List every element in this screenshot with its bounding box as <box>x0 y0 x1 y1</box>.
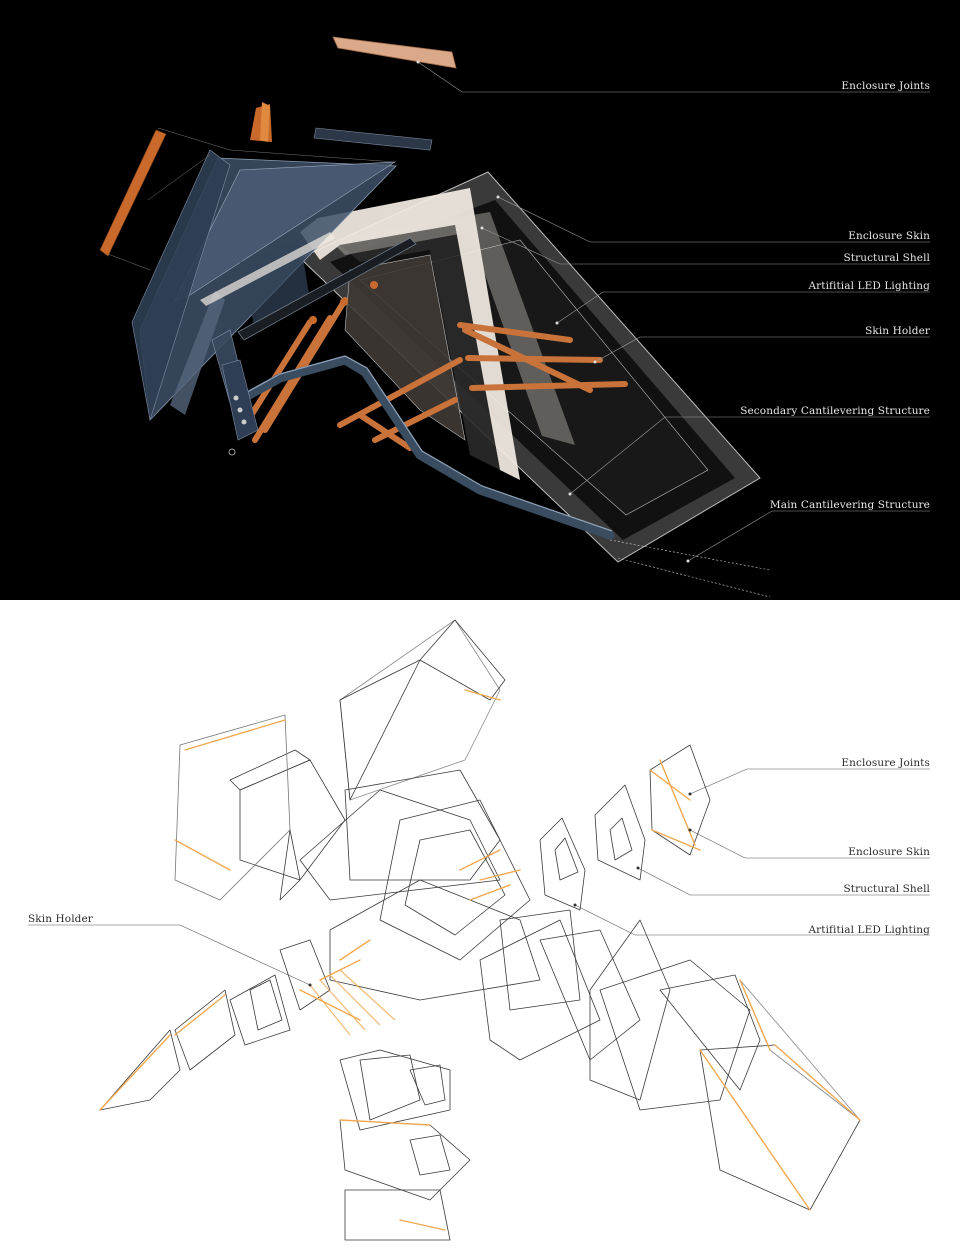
label-skin-holder-top: Skin Holder <box>865 325 931 337</box>
label-skin-holder-bottom: Skin Holder <box>28 913 94 925</box>
secondary-cantilevering-structure-highlight <box>239 355 613 532</box>
enclosure-joints <box>99 36 457 257</box>
artificial-led-lighting <box>200 232 417 341</box>
label-enclosure-joints-top: Enclosure Joints <box>841 80 930 92</box>
label-main-structure-top: Main Cantilevering Structure <box>770 499 930 511</box>
label-enclosure-skin-top: Enclosure Skin <box>848 230 930 242</box>
label-enclosure-joints-bottom: Enclosure Joints <box>841 757 930 769</box>
label-led-lighting-bottom: Artifitial LED Lighting <box>807 924 930 936</box>
bottom-leader-lines <box>28 768 930 986</box>
label-secondary-structure-top: Secondary Cantilevering Structure <box>740 405 930 417</box>
joint-nodes <box>309 281 378 324</box>
label-led-lighting-top: Artifitial LED Lighting <box>807 280 930 292</box>
label-structural-shell-bottom: Structural Shell <box>843 883 930 895</box>
label-enclosure-skin-bottom: Enclosure Skin <box>848 846 930 858</box>
label-structural-shell-top: Structural Shell <box>843 252 930 264</box>
bottom-exploded-model <box>99 619 861 1241</box>
secondary-cantilevering-structure <box>235 355 615 540</box>
bottom-panel-background <box>0 600 960 1260</box>
bottom-leader-dots <box>308 792 692 987</box>
connector-column <box>221 359 259 456</box>
top-leader-lines <box>417 61 930 562</box>
top-exploded-model <box>99 36 771 598</box>
bottom-skin-holders <box>309 969 396 1036</box>
construction-lines <box>107 127 396 271</box>
bottom-enclosure-joints <box>99 689 861 1231</box>
top-leader-dots <box>416 60 690 563</box>
